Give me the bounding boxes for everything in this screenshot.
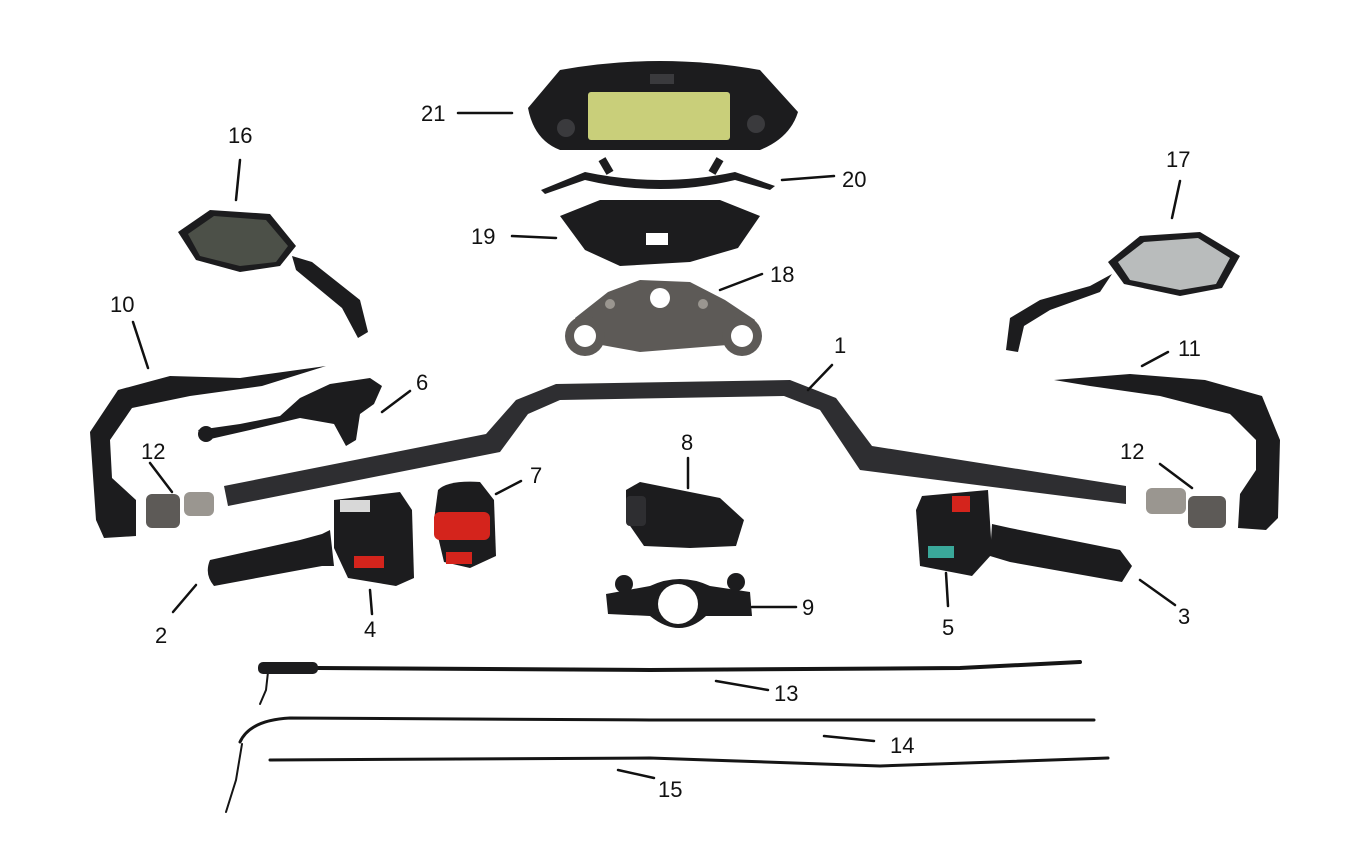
- part-13-clutch-cable: [258, 660, 1082, 705]
- callout-21: 21: [421, 101, 445, 126]
- callout-11: 11: [1178, 336, 1201, 361]
- part-20-meter-bracket: [541, 157, 775, 194]
- callout-labels: 1 2 3 4 5 6 7 8 9 10 11 12 12 13 14 15 1…: [110, 101, 1201, 802]
- part-19-mount-plate: [560, 200, 760, 266]
- part-15-return-cable: [225, 743, 1110, 813]
- callout-12-left: 12: [141, 439, 165, 464]
- callout-17: 17: [1166, 147, 1190, 172]
- part-16-left-mirror: [178, 210, 368, 338]
- callout-3: 3: [1178, 604, 1190, 629]
- part-7-switch-pod: [434, 481, 496, 568]
- lcd-display: [588, 92, 730, 140]
- part-21-instrument-cluster: [528, 61, 798, 150]
- kill-switch: [952, 496, 970, 512]
- part-6-clutch-lever: [198, 378, 382, 446]
- callout-2: 2: [155, 623, 167, 648]
- callout-16: 16: [228, 123, 252, 148]
- callout-19: 19: [471, 224, 495, 249]
- part-2-left-grip: [207, 530, 334, 586]
- part-12-left-bar-end: [146, 492, 214, 528]
- part-10-left-handguard: [90, 366, 326, 538]
- part-14-throttle-cable: [238, 716, 1096, 744]
- part-11-right-handguard: [1054, 374, 1280, 530]
- callout-13: 13: [774, 681, 798, 706]
- callout-14: 14: [890, 733, 914, 758]
- part-8-switch-module: [626, 482, 744, 548]
- part-5-right-switch: [916, 490, 992, 576]
- callout-6: 6: [416, 370, 428, 395]
- part-1-handlebar: [224, 380, 1126, 506]
- horn-button: [354, 556, 384, 568]
- part-9-bar-clamp: [606, 573, 752, 628]
- callout-20: 20: [842, 167, 866, 192]
- callout-12-right: 12: [1120, 439, 1144, 464]
- callout-5: 5: [942, 615, 954, 640]
- start-button: [928, 546, 954, 558]
- part-4-left-switch: [334, 492, 414, 586]
- callout-10: 10: [110, 292, 134, 317]
- part-12-right-bar-end: [1146, 488, 1226, 528]
- callout-15: 15: [658, 777, 682, 802]
- callout-18: 18: [770, 262, 794, 287]
- callout-7: 7: [530, 463, 542, 488]
- part-3-right-grip: [990, 524, 1132, 582]
- callout-8: 8: [681, 430, 693, 455]
- callout-9: 9: [802, 595, 814, 620]
- callout-4: 4: [364, 617, 376, 642]
- part-18-top-triple-clamp: [565, 280, 762, 356]
- leader-lines: [131, 111, 1194, 780]
- callout-1: 1: [834, 333, 846, 358]
- part-17-right-mirror: [1006, 232, 1240, 352]
